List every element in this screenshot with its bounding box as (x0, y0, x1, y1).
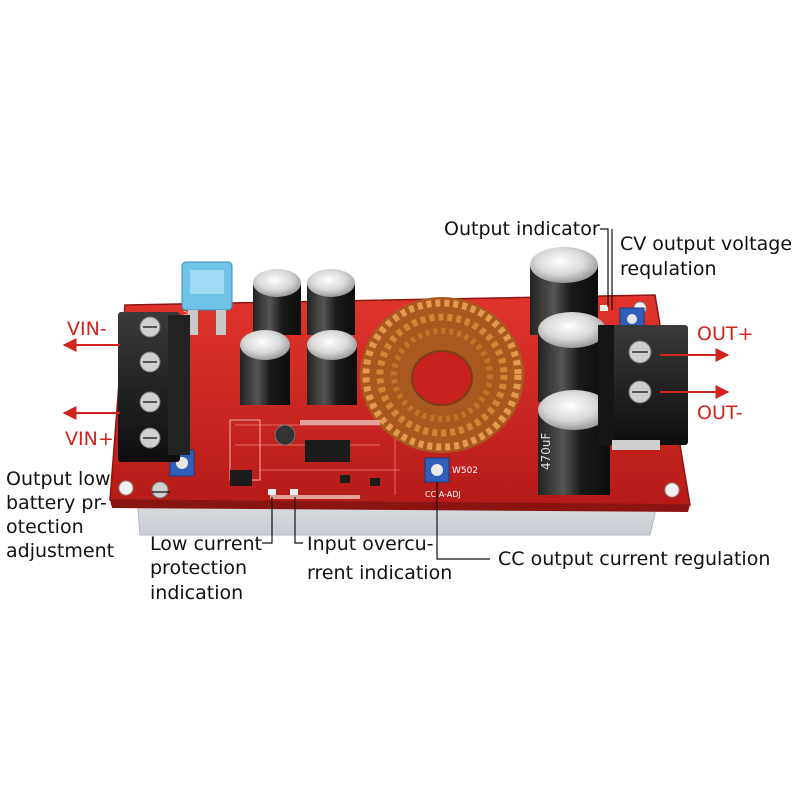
large-capacitors: 470uF (530, 247, 610, 495)
output-terminal-block (598, 325, 688, 450)
cc-leader (436, 482, 490, 560)
leader-lines (152, 228, 613, 560)
cc-adj-label: CC A-ADJ (425, 490, 461, 499)
cc-regulation-label: CC output current regulation (498, 548, 771, 570)
wire-arrows (62, 338, 730, 420)
input-overcurrent-label-line1: Input overcu- (307, 533, 434, 555)
cv-regulation-label-line2: requlation (620, 258, 717, 280)
vin-plus-label: VIN+ (65, 428, 114, 450)
pot-value-label: W502 (452, 466, 478, 476)
low-battery-label-line2: battery pr- (6, 492, 107, 514)
low-battery-label-line3: otection (6, 516, 84, 538)
input-overcurrent-label-line2: rrent indication (307, 562, 453, 584)
low-current-label-line1: Low current (150, 533, 262, 555)
toroid-inductor (360, 297, 524, 453)
output-indicator-leader (600, 228, 609, 307)
indicator-leds (268, 305, 608, 495)
low-current-leader (262, 497, 273, 544)
output-indicator-label: Output indicator (444, 218, 600, 240)
small-capacitors (240, 269, 357, 405)
cv-regulation-label-line1: CV output voltage (620, 233, 793, 255)
vin-minus-label: VIN- (67, 318, 107, 340)
low-current-label-line2: protection (150, 557, 248, 579)
input-terminal-block (118, 312, 190, 499)
out-minus-label: OUT- (697, 402, 743, 424)
cap-value-label: 470uF (539, 432, 553, 470)
out-plus-label: OUT+ (697, 323, 754, 345)
low-battery-label-line1: Output low (6, 468, 111, 490)
low-battery-label-line4: adjustment (6, 540, 115, 562)
input-oc-leader (294, 497, 303, 544)
blade-fuse (181, 261, 233, 335)
low-current-label-line3: indication (150, 582, 244, 604)
